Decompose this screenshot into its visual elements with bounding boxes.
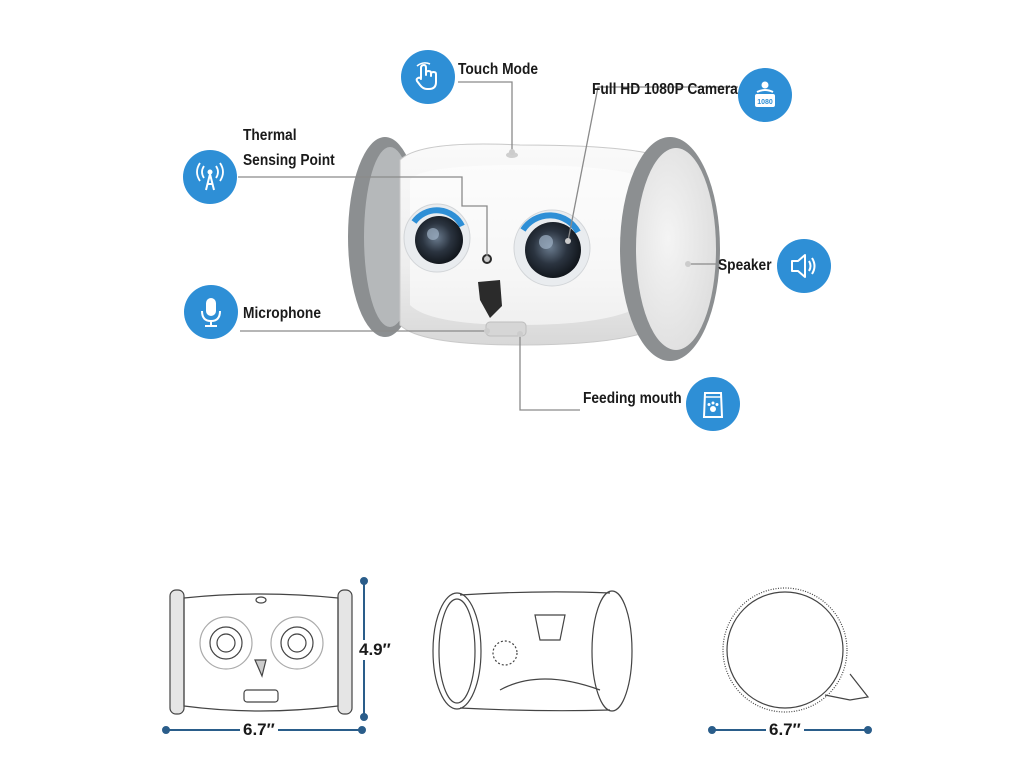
touch-hand-icon [401, 50, 455, 104]
feeding-mouth-label: Feeding mouth [583, 390, 682, 407]
left-camera-lens [415, 216, 463, 264]
right-camera-lens [525, 222, 581, 278]
touch-mode-label: Touch Mode [458, 61, 539, 78]
front-height-label: 4.9″ [356, 640, 394, 660]
speaker-icon [777, 239, 831, 293]
treat-bag-icon [686, 377, 740, 431]
front-width-label: 6.7″ [240, 720, 278, 740]
callout-lines [238, 81, 738, 411]
side-view-drawing [432, 590, 633, 712]
camera-icon-text: 1080 [757, 99, 773, 106]
thermal-label-line2: Sensing Point [243, 152, 335, 169]
top-view-drawing [722, 587, 870, 713]
robot-beak [478, 280, 502, 318]
thermal-label-line1: Thermal [243, 127, 297, 144]
camera-label: Full HD 1080P Camera [592, 81, 738, 98]
front-view-drawing [169, 589, 353, 715]
camera-1080-icon: 1080 [738, 68, 792, 122]
speaker-label: Speaker [718, 257, 772, 274]
side-width-label: 6.7″ [766, 720, 804, 740]
microphone-icon [184, 285, 238, 339]
antenna-icon [183, 150, 237, 204]
microphone-label: Microphone [243, 305, 321, 322]
